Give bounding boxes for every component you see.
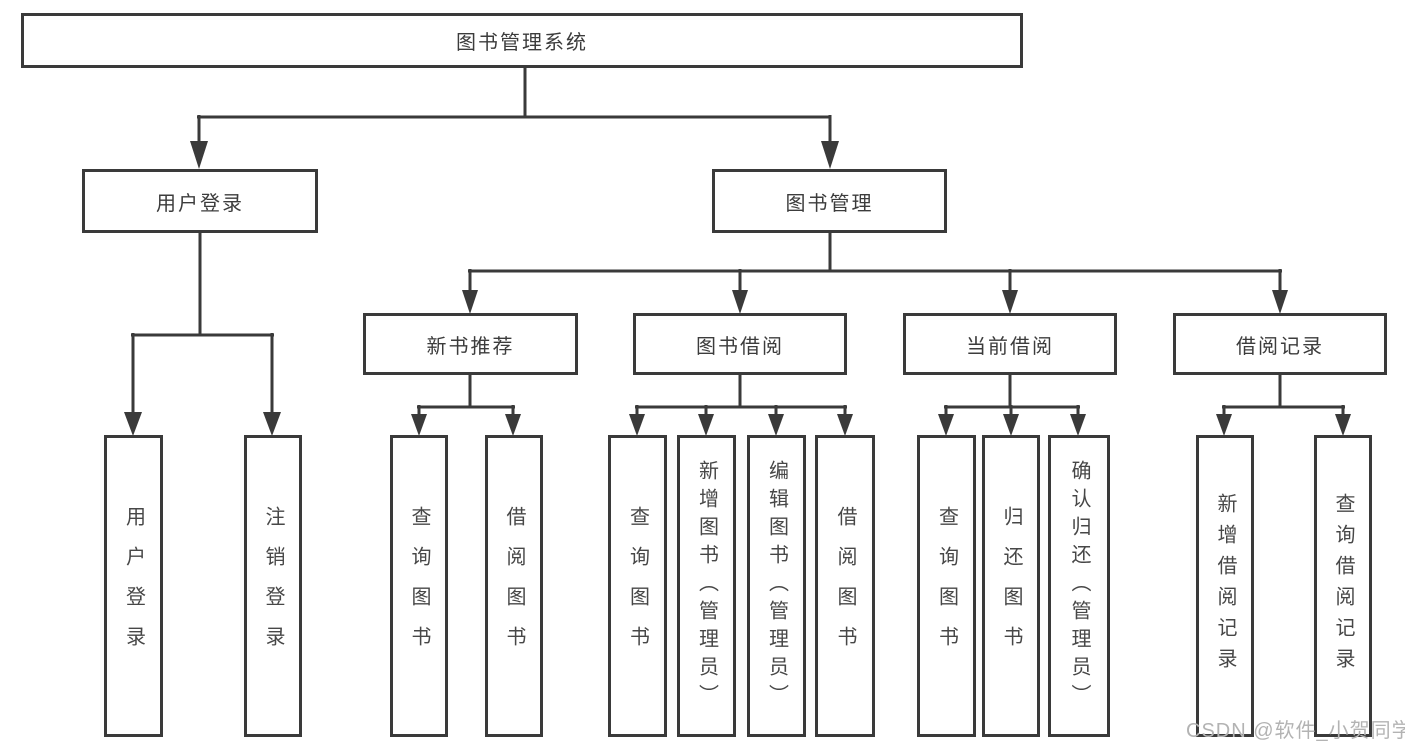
node-book-management: 图书管理: [712, 169, 947, 233]
leaf-query-books-recommend: 查询图书: [390, 435, 448, 737]
node-borrow-records-label: 借阅记录: [1236, 335, 1324, 358]
leaf-edit-book-admin-label: 编辑图书（管理员）: [765, 460, 788, 712]
arrowheads: [124, 141, 1351, 436]
leaf-user-login: 用户登录: [104, 435, 163, 737]
leaf-query-books-current-label: 查询图书: [935, 506, 958, 666]
leaf-query-books-borrow: 查询图书: [608, 435, 667, 737]
leaf-add-book-admin-label: 新增图书（管理员）: [695, 460, 718, 712]
node-user-login-label: 用户登录: [156, 192, 244, 215]
leaf-borrow-books: 借阅图书: [815, 435, 875, 737]
leaf-query-borrow-record-label: 查询借阅记录: [1332, 493, 1354, 679]
node-user-login: 用户登录: [82, 169, 318, 233]
node-root-label: 图书管理系统: [456, 32, 588, 54]
leaf-edit-book-admin: 编辑图书（管理员）: [747, 435, 806, 737]
leaf-add-book-admin: 新增图书（管理员）: [677, 435, 736, 737]
watermark: CSDN @软件_小贺同学: [1186, 720, 1405, 742]
node-current-borrow-label: 当前借阅: [966, 335, 1054, 358]
leaf-logout: 注销登录: [244, 435, 302, 737]
leaf-borrow-books-recommend: 借阅图书: [485, 435, 543, 737]
node-book-management-label: 图书管理: [785, 192, 874, 215]
leaf-return-books: 归还图书: [982, 435, 1040, 737]
leaf-query-books-current: 查询图书: [917, 435, 976, 737]
leaf-query-books-recommend-label: 查询图书: [408, 506, 430, 666]
node-book-borrow-label: 图书借阅: [696, 335, 784, 358]
leaf-confirm-return-admin-label: 确认归还（管理员）: [1068, 460, 1090, 712]
leaf-borrow-books-recommend-label: 借阅图书: [503, 506, 525, 666]
leaf-user-login-label: 用户登录: [122, 506, 145, 666]
node-new-book-recommend: 新书推荐: [363, 313, 578, 375]
leaf-query-borrow-record: 查询借阅记录: [1314, 435, 1372, 737]
leaf-add-borrow-record: 新增借阅记录: [1196, 435, 1254, 737]
node-new-book-recommend-label: 新书推荐: [426, 335, 515, 358]
node-book-borrow: 图书借阅: [633, 313, 847, 375]
node-root: 图书管理系统: [21, 13, 1023, 68]
leaf-add-borrow-record-label: 新增借阅记录: [1214, 493, 1236, 679]
leaf-query-books-borrow-label: 查询图书: [626, 506, 649, 666]
leaf-borrow-books-label: 借阅图书: [834, 506, 856, 666]
leaf-return-books-label: 归还图书: [1000, 506, 1022, 666]
leaf-logout-label: 注销登录: [262, 506, 284, 666]
node-current-borrow: 当前借阅: [903, 313, 1117, 375]
leaf-confirm-return-admin: 确认归还（管理员）: [1048, 435, 1110, 737]
node-borrow-records: 借阅记录: [1173, 313, 1387, 375]
